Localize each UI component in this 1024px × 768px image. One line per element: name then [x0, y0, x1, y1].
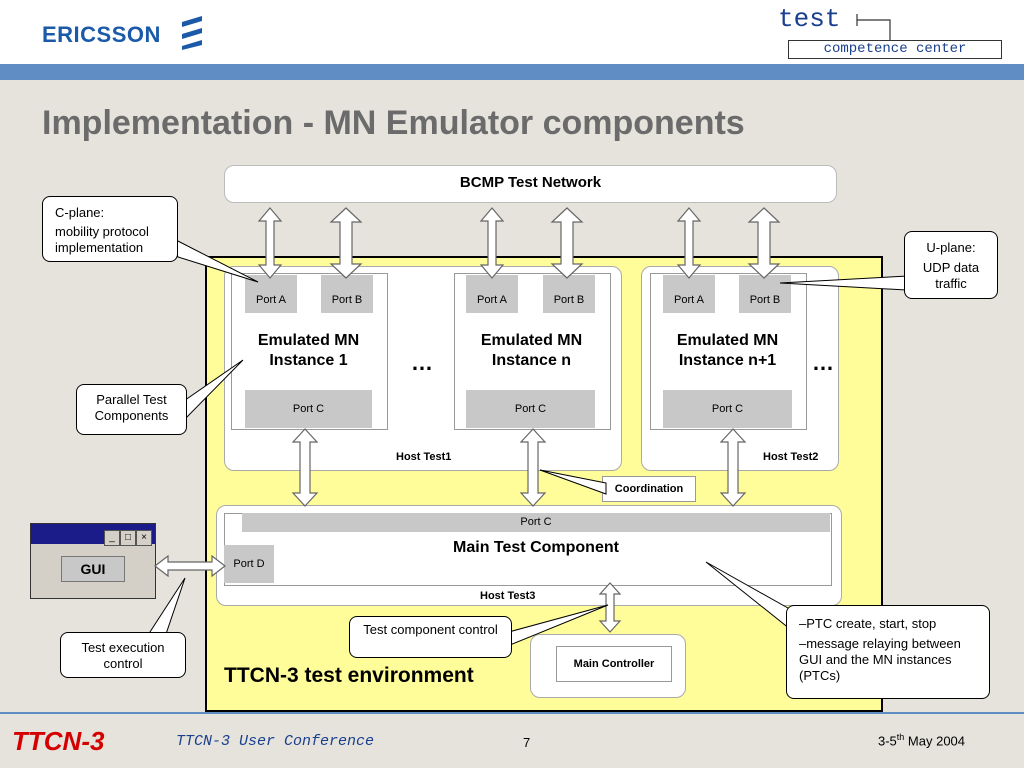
port-c-instance-1: Port C: [245, 390, 372, 428]
callout-parallel-test-components: Parallel Test Components: [76, 384, 187, 435]
gui-button[interactable]: GUI: [61, 556, 125, 582]
port-a-instance-1: Port A: [245, 275, 297, 313]
port-b-instance-n1: Port B: [739, 275, 791, 313]
ericsson-logo-icon: [182, 16, 202, 50]
maximize-icon[interactable]: □: [120, 530, 136, 546]
callout-test-execution-control: Test execution control: [60, 632, 186, 678]
double-arrows: [154, 207, 781, 633]
port-c-instance-n: Port C: [466, 390, 595, 428]
page-number: 7: [523, 735, 531, 750]
port-c-mtc: Port C: [242, 513, 830, 532]
gui-window: _□× GUI: [30, 523, 156, 599]
coordination-label: Coordination: [602, 476, 696, 502]
port-a-instance-n: Port A: [466, 275, 518, 313]
ericsson-wordmark: ERICSSON: [42, 22, 161, 47]
main-test-component-title: Main Test Component: [453, 539, 619, 556]
main-controller-box: Main Controller: [556, 646, 672, 682]
callout-u-plane: U-plane: UDP data traffic: [904, 231, 998, 299]
header-band: [0, 64, 1024, 80]
port-d-mtc: Port D: [224, 545, 274, 583]
port-c-instance-n1: Port C: [663, 390, 792, 428]
port-b-instance-1: Port B: [321, 275, 373, 313]
conference-name: TTCN-3 User Conference: [176, 733, 375, 750]
host-test3-label: Host Test3: [480, 590, 536, 602]
port-a-instance-n1: Port A: [663, 275, 715, 313]
close-icon[interactable]: ×: [136, 530, 152, 546]
ttcn3-logo: TTCN-3: [12, 726, 105, 756]
ellipsis-2: …: [812, 350, 834, 375]
test-wordmark: test: [778, 4, 841, 34]
callout-mtc-duties: –PTC create, start, stop –message relayi…: [786, 605, 990, 699]
gui-titlebar: _□×: [31, 524, 155, 546]
host-test2-label: Host Test2: [763, 451, 819, 463]
competence-center-label: competence center: [788, 40, 1002, 59]
ellipsis-1: …: [411, 350, 433, 375]
callout-test-component-control: Test component control: [349, 616, 512, 658]
environment-label: TTCN-3 test environment: [224, 664, 474, 687]
footer-line: [0, 712, 1024, 714]
host-test1-label: Host Test1: [396, 451, 452, 463]
minimize-icon[interactable]: _: [104, 530, 120, 546]
port-b-instance-n: Port B: [543, 275, 595, 313]
bracket-decoration: [856, 14, 891, 40]
callout-c-plane: C-plane: mobility protocol implementatio…: [42, 196, 178, 262]
date-label: 3-5th May 2004: [878, 732, 966, 749]
bcmp-network-box: BCMP Test Network: [224, 165, 837, 203]
callout-pointers: [147, 237, 909, 646]
page-title: Implementation - MN Emulator components: [42, 104, 745, 142]
